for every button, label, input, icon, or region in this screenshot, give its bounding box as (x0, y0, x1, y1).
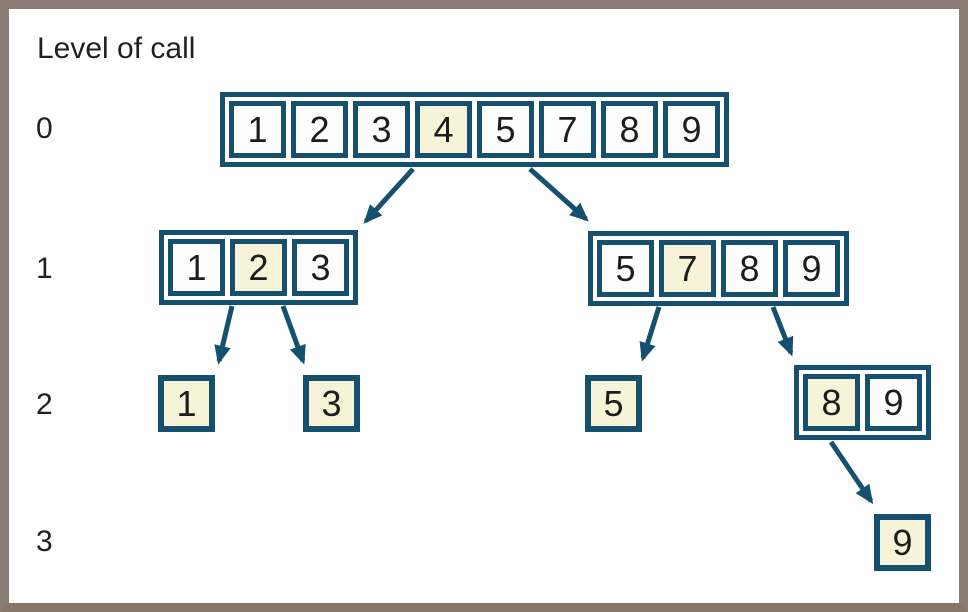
array-node-pair-8-9: 8 9 (794, 365, 931, 440)
arrow-root-to-left (363, 167, 415, 224)
array-node-right: 5 7 8 9 (588, 231, 849, 306)
array-cell-highlighted: 2 (230, 239, 287, 296)
array-cell: 8 (601, 101, 658, 158)
arrow-root-to-right (528, 167, 589, 222)
diagram-title: Level of call (37, 32, 196, 65)
array-cell: 5 (477, 101, 534, 158)
array-cell: 2 (291, 101, 348, 158)
leaf-node-1: 1 (158, 375, 215, 432)
array-cell: 1 (168, 239, 225, 296)
level-label-2: 2 (36, 388, 53, 421)
array-cell: 8 (721, 240, 778, 297)
level-label-1: 1 (36, 252, 53, 285)
level-label-3: 3 (36, 525, 53, 558)
arrow-left-to-leaf-3 (280, 305, 306, 365)
arrow-right-to-leaf-5 (639, 306, 662, 362)
array-cell: 9 (663, 101, 720, 158)
array-cell: 3 (353, 101, 410, 158)
array-cell-highlighted: 7 (659, 240, 716, 297)
level-label-0: 0 (36, 112, 53, 145)
arrow-pair-8-9-to-leaf-9 (828, 440, 874, 505)
array-cell-highlighted: 4 (415, 101, 472, 158)
leaf-node-3: 3 (303, 375, 360, 432)
leaf-node-9: 9 (874, 514, 931, 571)
array-cell: 1 (229, 101, 286, 158)
arrow-right-to-pair-8-9 (770, 306, 794, 357)
array-node-left: 1 2 3 (159, 230, 358, 305)
array-cell: 5 (597, 240, 654, 297)
array-cell: 9 (865, 374, 922, 431)
array-node-root: 1 2 3 4 5 7 8 9 (220, 92, 729, 167)
array-cell: 7 (539, 101, 596, 158)
array-cell: 9 (783, 240, 840, 297)
arrow-left-to-leaf-1 (214, 305, 235, 365)
leaf-node-5: 5 (585, 375, 642, 432)
array-cell: 3 (292, 239, 349, 296)
array-cell-highlighted: 8 (803, 374, 860, 431)
